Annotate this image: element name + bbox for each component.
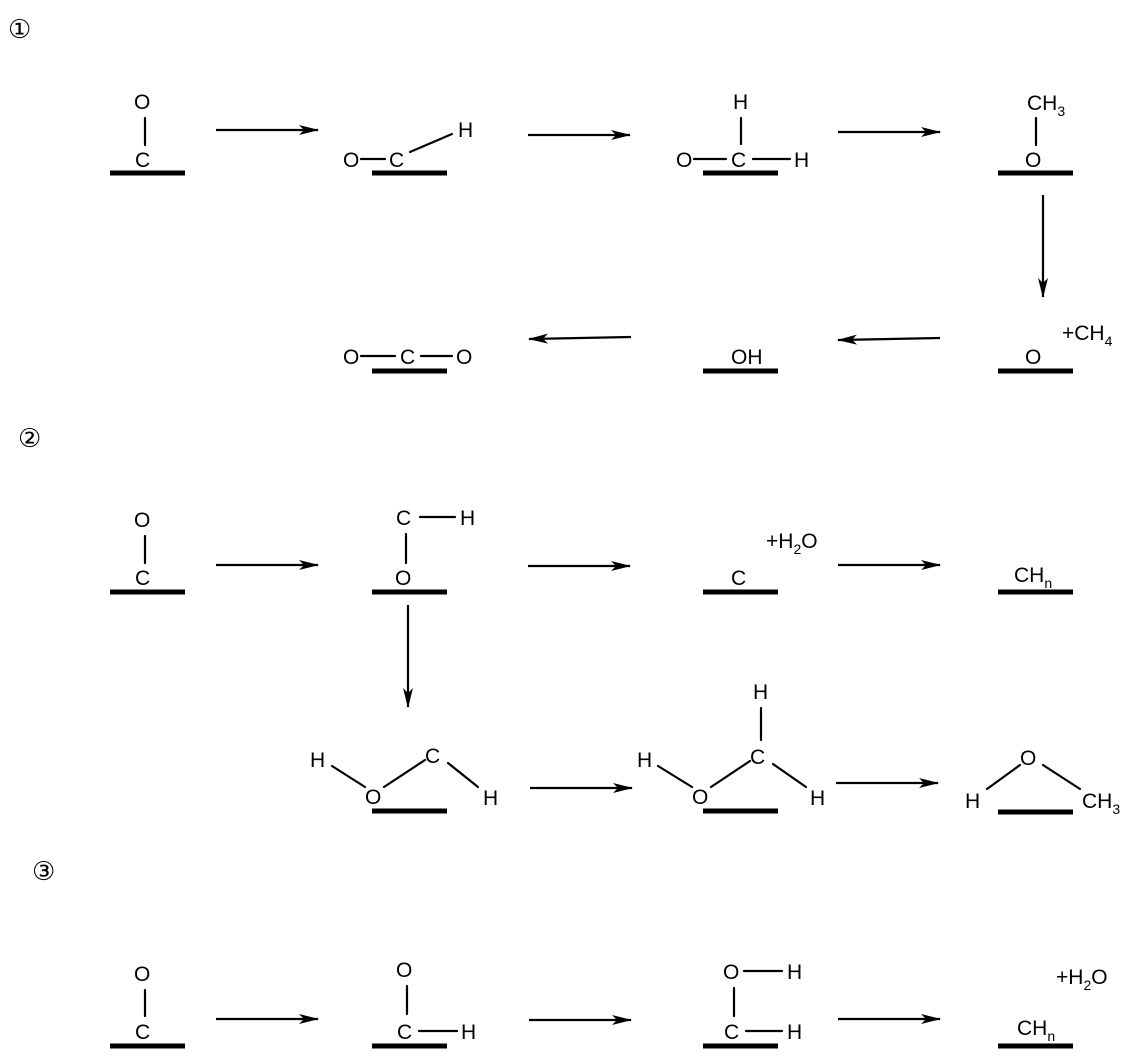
atom-o: O — [134, 509, 150, 532]
atom-c: C — [135, 1021, 150, 1044]
p1-species-h2co: H O C H — [676, 91, 809, 176]
atom-c: C — [389, 149, 404, 172]
atom-c: C — [135, 149, 150, 172]
atom-o: O — [723, 961, 739, 984]
p2-species-hoch3: O H CH3 — [965, 747, 1120, 817]
atom-h: H — [787, 1021, 802, 1044]
atom-h: H — [794, 149, 809, 172]
pathway-3-marker: ③ — [32, 856, 55, 886]
atom-h: H — [733, 91, 748, 114]
atom-o: O — [1025, 346, 1041, 369]
arrow-left — [528, 333, 632, 344]
atom-o: O — [343, 149, 359, 172]
atom-h: H — [787, 961, 802, 984]
p2-species-co: O C — [110, 509, 185, 595]
atom-c: C — [135, 567, 150, 590]
atom-o: O — [134, 963, 150, 986]
methyl-group: CH3 — [1027, 92, 1065, 119]
atom-h: H — [753, 681, 768, 704]
p3-species-coh: O C H — [372, 959, 476, 1049]
p2-species-chn: CHn — [998, 564, 1073, 595]
methane-label: +CH4 — [1062, 322, 1113, 349]
atom-h: H — [460, 507, 475, 530]
p2-species-hoch: H O C H — [310, 745, 498, 814]
p1-species-oh: OH — [703, 346, 778, 374]
p3-species-co: O C — [110, 963, 185, 1049]
p3-species-hcoh: O H C H — [703, 961, 802, 1049]
atom-o: O — [396, 959, 412, 982]
pathway-2-marker: ② — [18, 423, 41, 453]
atom-o: O — [395, 567, 411, 590]
atom-o: O — [1025, 149, 1041, 172]
p2-species-hco-o-bound: C H O — [372, 507, 475, 595]
p3-species-chn-h2o: +H2O CHn — [998, 966, 1108, 1049]
pathway-1-marker: ① — [8, 14, 31, 44]
p1-species-co2: O C O — [343, 346, 472, 374]
methyl-group: CH3 — [1082, 790, 1120, 817]
p2-species-hoch2: H C H O H — [637, 681, 825, 814]
atom-c: C — [724, 1021, 739, 1044]
atom-h: H — [461, 1021, 476, 1044]
atom-h: H — [637, 749, 652, 772]
atom-o: O — [1020, 747, 1036, 770]
p1-species-co: O C — [110, 91, 185, 176]
atom-h: H — [310, 749, 325, 772]
chn-label: CHn — [1017, 1017, 1055, 1044]
hydroxyl: OH — [731, 346, 763, 369]
atom-o: O — [134, 91, 150, 114]
atom-o: O — [343, 346, 359, 369]
water-label: +H2O — [1056, 966, 1108, 993]
atom-c: C — [397, 1021, 412, 1044]
atom-h: H — [483, 787, 498, 810]
chn-label: CHn — [1014, 564, 1052, 591]
atom-c: C — [396, 507, 411, 530]
water-label: +H2O — [766, 530, 818, 557]
atom-h: H — [810, 787, 825, 810]
atom-o: O — [365, 786, 381, 809]
atom-c: C — [750, 746, 765, 769]
atom-o: O — [692, 786, 708, 809]
atom-c: C — [425, 745, 440, 768]
atom-c: C — [731, 149, 746, 172]
p2-species-c-h2o: C +H2O — [703, 530, 818, 595]
atom-o: O — [676, 149, 692, 172]
atom-c: C — [731, 567, 746, 590]
atom-h: H — [458, 119, 473, 142]
p1-species-och3: CH3 O — [998, 92, 1073, 176]
atom-h: H — [965, 790, 980, 813]
p1-species-hco: O C H — [343, 119, 473, 176]
atom-o: O — [456, 346, 472, 369]
atom-c: C — [400, 346, 415, 369]
p1-species-o-ch4: O +CH4 — [998, 322, 1113, 374]
arrow-left — [837, 334, 941, 345]
